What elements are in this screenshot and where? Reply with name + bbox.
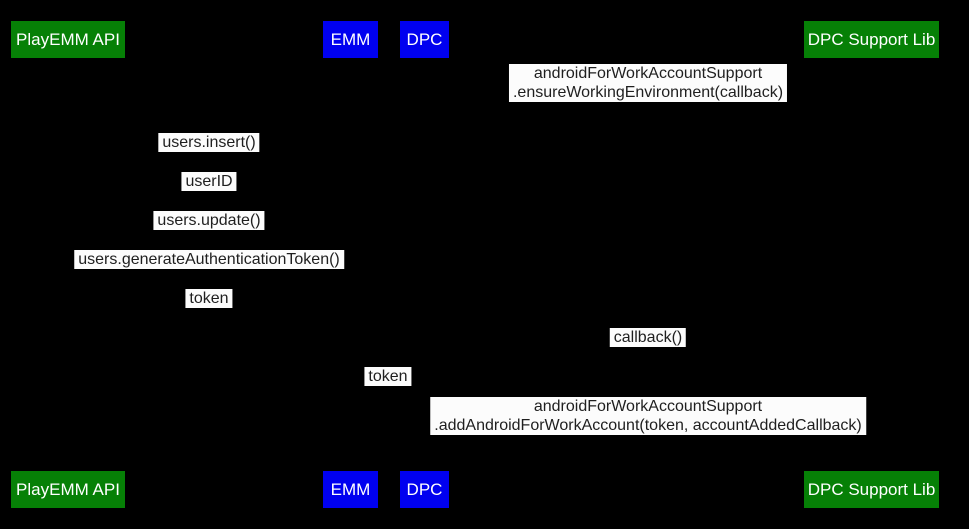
message-line: androidForWorkAccountSupport [533,398,763,415]
message-token-return: token [185,289,233,308]
actor-dpc-bottom: DPC [400,471,449,508]
message-token-forward: token [364,367,412,386]
actor-playemm-api-top: PlayEMM API [11,21,125,58]
message-line: androidForWorkAccountSupport [533,65,763,82]
actor-dpc-top: DPC [400,21,449,58]
message-userid: userID [181,172,237,191]
actor-dpc-support-lib-bottom: DPC Support Lib [804,471,939,508]
message-ensure-working-environment: androidForWorkAccountSupport .ensureWork… [508,64,788,102]
actor-emm-bottom: EMM [323,471,378,508]
message-users-update: users.update() [153,211,265,230]
message-generate-authentication-token: users.generateAuthenticationToken() [74,250,344,269]
message-line: .addAndroidForWorkAccount(token, account… [434,417,862,434]
message-add-android-for-work-account: androidForWorkAccountSupport .addAndroid… [430,397,866,435]
actor-playemm-api-bottom: PlayEMM API [11,471,125,508]
actor-dpc-support-lib-top: DPC Support Lib [804,21,939,58]
actor-emm-top: EMM [323,21,378,58]
message-users-insert: users.insert() [158,133,260,152]
message-callback: callback() [609,328,687,347]
message-line: .ensureWorkingEnvironment(callback) [512,84,784,101]
